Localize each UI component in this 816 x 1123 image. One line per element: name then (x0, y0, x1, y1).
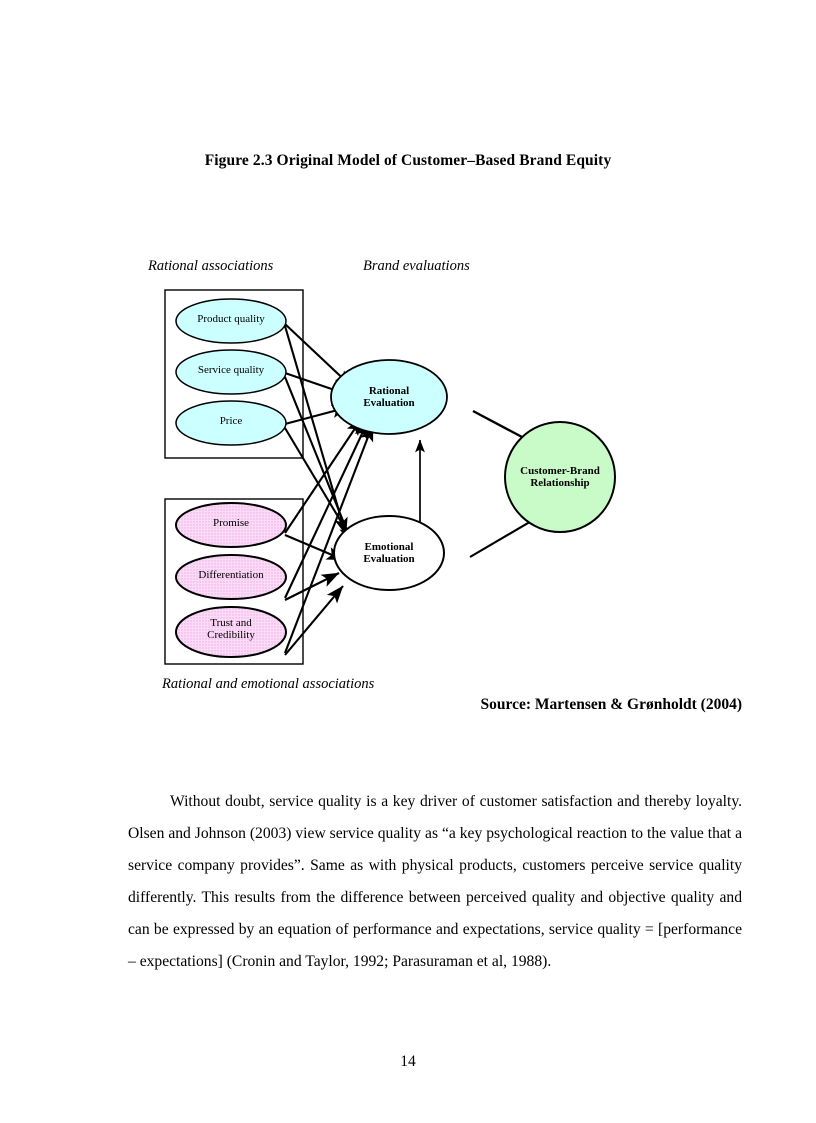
diagram-canvas (164, 289, 616, 665)
arrow-promise-to-rational (284, 417, 363, 534)
figure-diagram: Rational associations Brand evaluations … (130, 248, 760, 708)
label-rational-and-emotional-associations: Rational and emotional associations (162, 676, 375, 692)
node-customer-brand-relationship (504, 421, 616, 533)
node-rational-evaluation (330, 359, 448, 435)
label-brand-evaluations: Brand evaluations (363, 258, 470, 274)
body-paragraph: Without doubt, service quality is a key … (128, 792, 742, 970)
arrow-trust-credibility-to-emotional (284, 585, 344, 656)
box-rational-emotional-associations (164, 498, 304, 665)
page-number: 14 (400, 1053, 416, 1070)
node-emotional-evaluation (333, 515, 445, 591)
arrow-service-quality-to-emotional (284, 376, 353, 544)
arrow-differentiation-to-rational (284, 420, 369, 599)
figure-source: Source: Martensen & Grønholdt (2004) (480, 696, 742, 713)
node-trust-credibility (175, 606, 287, 658)
label-rational-associations: Rational associations (148, 258, 274, 274)
node-product-quality (175, 298, 287, 344)
node-service-quality (175, 349, 287, 395)
node-price (175, 400, 287, 446)
figure-title: Figure 2.3 Original Model of Customer–Ba… (204, 152, 612, 169)
arrow-trust-credibility-to-rational (284, 423, 374, 654)
arrow-differentiation-to-emotional (284, 572, 340, 601)
box-rational-associations (164, 289, 304, 459)
node-differentiation (175, 554, 287, 600)
node-promise (175, 502, 287, 548)
